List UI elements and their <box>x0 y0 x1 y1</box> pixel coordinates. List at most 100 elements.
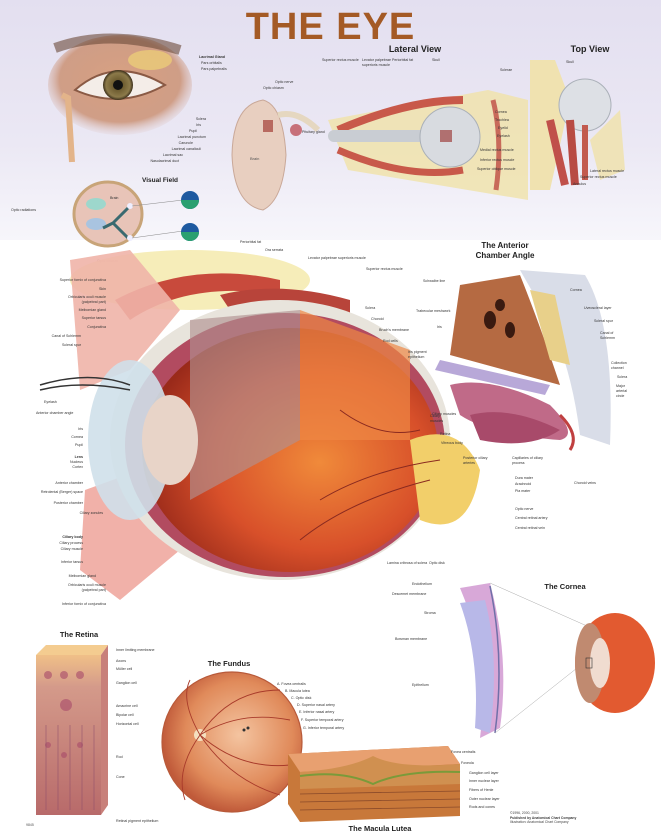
label-optic-disk: Optic disk <box>429 561 445 565</box>
label-sclera-aca: Sclera <box>617 375 628 379</box>
label-sclerae-top: Sclerae <box>500 68 513 72</box>
label-vitreous-body: Vitreous body <box>441 441 463 445</box>
label-cornea-lat: Cornea <box>495 110 507 114</box>
label-outer-nuclear-layer: Outer nuclear layer <box>469 797 500 801</box>
label-orbicularis-lower: Orbicularis oculi muscle (palpebral part… <box>68 583 106 592</box>
label-lateral-rectus-top: Lateral rectus muscle <box>590 169 625 173</box>
label-foveola: Foveola <box>461 761 474 765</box>
label-optic-nerve-lat: Optic nerve <box>275 80 294 84</box>
label-collection-channel: Collection channel <box>611 361 627 370</box>
label-inner-nuclear-layer: Inner nuclear layer <box>469 779 499 783</box>
retina-illustration <box>36 645 108 815</box>
label-cone: Cone <box>116 775 125 779</box>
external-eye-illustration <box>40 30 192 170</box>
label-retina: Retina <box>440 432 451 436</box>
label-amacrine-cell: Amacrine cell <box>116 704 138 708</box>
label-inferior-fornix: Inferior fornix of conjunctiva <box>62 602 106 606</box>
label-caruncle: Caruncle <box>178 141 193 145</box>
label-skin: Skin <box>99 287 106 291</box>
label-retinal-pigment-epithelium: Retinal pigment epithelium <box>116 819 159 823</box>
label-ganglion-cell-layer: Ganglion cell layer <box>469 771 499 775</box>
macula-lutea-illustration <box>288 744 461 822</box>
label-canal-of-schlemm: Canal of Schlemm <box>51 334 81 338</box>
label-trochlea-lat: Trochlea <box>495 118 509 122</box>
catalog-number: 9845 <box>26 823 34 827</box>
lateral-view-illustration: Brain <box>228 60 548 211</box>
label-pupil: Pupil <box>75 443 83 447</box>
label-iris-aca: Iris <box>437 325 442 329</box>
fundus-illustration <box>160 670 305 815</box>
label-pituitary-gland: Pituitary gland <box>302 130 325 134</box>
label-levator-main: Levator palpebrae superioris muscle <box>308 256 366 260</box>
label-schwalbe-line: Schwalbe line <box>423 279 446 283</box>
label-optic-radiations: Optic radiations <box>11 208 36 212</box>
label-pars-orbitalis: Pars orbitalis <box>201 61 222 65</box>
label-choroid-veins: Choroid veins <box>574 481 596 485</box>
anterior-chamber-angle-illustration <box>430 265 620 451</box>
label-pars-palpebralis: Pars palpebralis <box>201 67 227 71</box>
label-lacrimal-canaliculi: Lacrimal canaliculi <box>171 147 201 151</box>
label-central-retinal-vein: Central retinal vein <box>515 526 545 530</box>
label-periorbital-fat-main: Periorbital fat <box>240 240 262 244</box>
retina-graphic <box>36 645 108 815</box>
label-superior-oblique-lat: Superior oblique muscle <box>477 167 516 171</box>
label-conjunctiva: Conjunctiva <box>87 325 106 329</box>
label-eyelash-lat: Eyelash <box>497 134 510 138</box>
label-axons: Axons <box>116 659 126 663</box>
label-uveoscleral-layer: Uveoscleral layer <box>584 306 612 310</box>
label-descemet-membrane: Descemet membrane <box>392 592 427 596</box>
label-bowman-membrane: Bowman membrane <box>395 637 428 641</box>
label-fovea-centralis: Fovea centralis <box>451 750 476 754</box>
label-bruchs-membrane: Bruch's membrane <box>379 328 410 332</box>
label-rods-and-cones: Rods and cones <box>469 805 495 809</box>
cornea-heading: The Cornea <box>544 582 586 591</box>
label-cortex: Cortex <box>72 465 83 469</box>
label-iris: Iris <box>78 427 83 431</box>
label-choroid: Choroid <box>371 317 384 321</box>
brain-label: Brain <box>250 156 259 161</box>
label-lacrimal-gland: Lacrimal Gland <box>199 55 225 59</box>
label-lens: Lens <box>74 455 83 459</box>
macula-lutea-graphic <box>288 746 461 822</box>
lateral-view-graphic: Brain <box>231 90 528 211</box>
top-view-illustration <box>530 60 630 190</box>
label-periorbital-fat-lat: Periorbital fat <box>392 58 414 62</box>
label-fundus-b: B. Macula lutea <box>285 689 310 693</box>
label-canal-of-schlemm-aca: Canal of Schlemm <box>600 331 615 340</box>
label-major-arterial-circle: Major arterial circle <box>616 384 627 398</box>
label-ciliary-body: Ciliary body <box>62 535 83 539</box>
label-skull-top: Skull <box>566 60 574 64</box>
label-central-retinal-artery: Central retinal artery <box>515 516 548 520</box>
label-epithelium: Epithelium <box>412 683 429 687</box>
label-skull-lat: Skull <box>432 58 440 62</box>
label-inferior-tarsus: Inferior tarsus <box>61 560 83 564</box>
label-stroma: Stroma <box>424 611 436 615</box>
label-medial-rectus-lat: Medial rectus muscle <box>480 148 514 152</box>
label-inferior-rectus-lat: Inferior rectus muscle <box>480 158 515 162</box>
anterior-chamber-angle-heading-line2: Chamber Angle <box>475 251 535 260</box>
label-ciliary-zonules: Ciliary zonules <box>79 511 103 515</box>
label-meibomian-upper: Meibomian gland <box>78 308 106 312</box>
label-cornea: Cornea <box>71 435 83 439</box>
label-ciliary-process: Ciliary process <box>59 541 83 545</box>
label-fundus-d: D. Superior nasal artery <box>297 703 335 707</box>
label-eyelid-lat: Eyelid <box>498 126 508 130</box>
visual-field-illustration <box>68 178 208 250</box>
label-orbicularis-upper: Orbicularis oculi muscle (palpebral part… <box>68 295 106 304</box>
main-cross-section-illustration <box>39 240 480 620</box>
macula-lutea-heading: The Macula Lutea <box>348 824 412 833</box>
label-optic-nerve-main: Optic nerve <box>515 507 534 511</box>
label-ciliary-muscle: Ciliary muscle <box>60 547 83 551</box>
label-lacrimal-punctum: Lacrimal punctum <box>177 135 206 139</box>
label-nasolacrimal-duct: Nasolacrimal duct <box>150 159 179 163</box>
visual-field-graphic <box>72 180 199 248</box>
label-inner-limiting-membrane: Inner limiting membrane <box>116 648 155 652</box>
credits-illustration: Illustration: Anatomical Chart Company <box>510 820 569 824</box>
cornea-illustration <box>450 578 655 738</box>
top-view-heading: Top View <box>570 44 610 54</box>
label-scleral-spur-aca: Scleral spur <box>594 319 613 323</box>
top-view-graphic <box>530 60 625 190</box>
label-trabecular-meshwork: Trabecular meshwork <box>416 309 451 313</box>
label-sclera: Sclera <box>365 306 376 310</box>
cornea-graphic <box>460 582 655 738</box>
